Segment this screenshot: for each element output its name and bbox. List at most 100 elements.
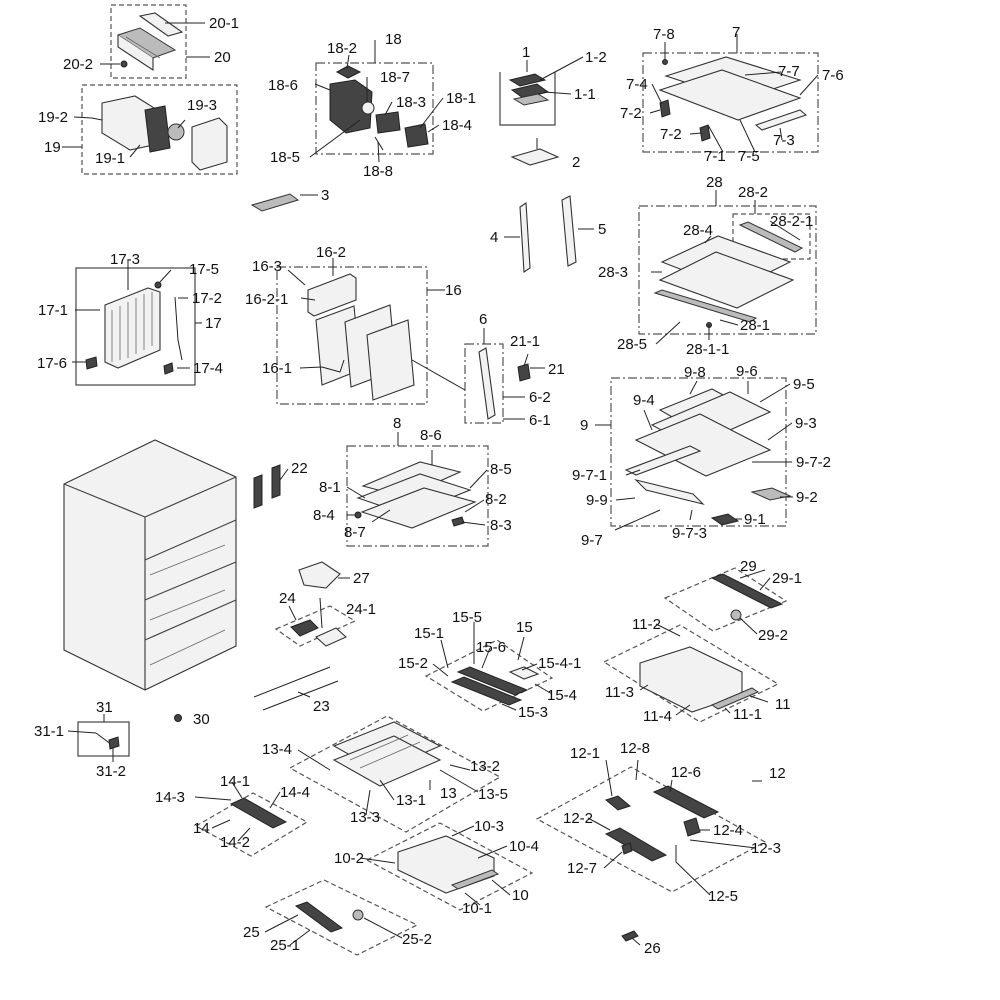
part-24-cover-1 <box>290 619 319 637</box>
label-9-7: 9-7 <box>581 532 603 549</box>
label-16-2-1: 16-2-1 <box>245 291 288 308</box>
part-sketches <box>63 12 808 942</box>
part-12-2-board <box>604 827 668 862</box>
group-box-13 <box>288 715 502 833</box>
label-14-3: 14-3 <box>155 789 185 806</box>
label-12-5: 12-5 <box>708 888 738 905</box>
label-12-7: 12-7 <box>567 860 597 877</box>
label-9-8: 9-8 <box>684 364 706 381</box>
label-26: 26 <box>644 940 661 957</box>
part-20-2-screw <box>120 60 128 68</box>
part-19-3-cover <box>191 117 228 171</box>
label-13-4: 13-4 <box>262 741 292 758</box>
label-31-2: 31-2 <box>96 763 126 780</box>
part-7-8-screw <box>662 59 668 65</box>
label-13-3: 13-3 <box>350 809 380 826</box>
label-9-7-3: 9-7-3 <box>672 525 707 542</box>
label-31-1: 31-1 <box>34 723 64 740</box>
label-3: 3 <box>321 187 329 204</box>
label-19-3: 19-3 <box>187 97 217 114</box>
group-box-11 <box>602 624 780 723</box>
label-27: 27 <box>353 570 370 587</box>
label-16: 16 <box>445 282 462 299</box>
part-16-1-wire <box>321 359 345 373</box>
part-25-1-panel <box>294 901 344 933</box>
label-25-1: 25-1 <box>270 937 300 954</box>
label-1-1: 1-1 <box>574 86 596 103</box>
label-31: 31 <box>96 699 113 716</box>
label-8-5: 8-5 <box>490 461 512 478</box>
label-13-2: 13-2 <box>470 758 500 775</box>
label-15-5: 15-5 <box>452 609 482 626</box>
label-14: 14 <box>193 820 210 837</box>
label-7-3: 7-3 <box>773 132 795 149</box>
label-16-1: 16-1 <box>262 360 292 377</box>
label-15-3: 15-3 <box>518 704 548 721</box>
label-7-2-left: 7-2 <box>620 105 642 122</box>
part-13-basket-lower <box>332 735 442 787</box>
label-17-5: 17-5 <box>189 261 219 278</box>
label-28-1-1: 28-1-1 <box>686 341 729 358</box>
label-7-5: 7-5 <box>738 148 760 165</box>
part-9-7-rail <box>624 445 702 476</box>
part-26-screw <box>621 930 639 942</box>
part-13-hatch-2 <box>359 741 421 769</box>
label-18-6: 18-6 <box>268 77 298 94</box>
part-28-3-frame <box>658 251 795 309</box>
label-22: 22 <box>291 460 308 477</box>
part-16-2-housing <box>307 273 357 317</box>
label-28-4: 28-4 <box>683 222 713 239</box>
label-18: 18 <box>385 31 402 48</box>
label-11-2: 11-2 <box>632 616 661 633</box>
label-28: 28 <box>706 174 723 191</box>
label-9-7-1: 9-7-1 <box>572 467 607 484</box>
label-9-1: 9-1 <box>744 511 766 528</box>
label-23: 23 <box>313 698 330 715</box>
label-12-8: 12-8 <box>620 740 650 757</box>
label-18-3: 18-3 <box>396 94 426 111</box>
label-7-8: 7-8 <box>653 26 675 43</box>
label-12-3: 12-3 <box>751 840 781 857</box>
label-9-2: 9-2 <box>796 489 818 506</box>
part-18-6-motor <box>329 79 373 134</box>
part-17-2-tube <box>174 296 183 361</box>
part-11-1-rail <box>710 687 760 710</box>
label-12-1: 12-1 <box>570 745 600 762</box>
label-1-2: 1-2 <box>585 49 607 66</box>
label-13-5: 13-5 <box>478 786 508 803</box>
part-cabinet-hatch-2 <box>149 589 226 621</box>
part-22-strip-1 <box>253 474 263 509</box>
part-19-bucket-front <box>144 105 171 153</box>
leader-lines <box>62 22 819 946</box>
part-17-4-clip <box>163 362 174 375</box>
label-7-4: 7-4 <box>626 76 648 93</box>
part-15-rail-2 <box>450 676 523 706</box>
part-31-2-plug <box>108 736 120 750</box>
label-28-2-1: 28-2-1 <box>770 213 813 230</box>
label-14-1: 14-1 <box>220 773 250 790</box>
part-1-2-board <box>508 73 547 87</box>
label-16-2: 16-2 <box>316 244 346 261</box>
label-2: 2 <box>572 154 580 171</box>
part-12-4-part <box>683 817 701 837</box>
label-9-7-2: 9-7-2 <box>796 454 831 471</box>
label-15-4: 15-4 <box>547 687 577 704</box>
label-7-2-right: 7-2 <box>660 126 682 143</box>
part-25-2-knob <box>352 909 364 921</box>
part-3-part <box>250 193 300 212</box>
label-10-4: 10-4 <box>509 838 539 855</box>
label-4: 4 <box>490 229 498 246</box>
label-16-3: 16-3 <box>252 258 282 275</box>
group-box-12 <box>535 766 767 893</box>
label-5: 5 <box>598 221 606 238</box>
part-4-rail <box>519 202 531 273</box>
label-29: 29 <box>740 558 757 575</box>
label-19-1: 19-1 <box>95 150 125 167</box>
group-bracket-1 <box>499 72 556 126</box>
label-18-4: 18-4 <box>442 117 472 134</box>
label-11: 11 <box>775 696 791 713</box>
part-8-3-clip <box>451 516 465 527</box>
label-15-2: 15-2 <box>398 655 428 672</box>
label-28-1: 28-1 <box>740 317 770 334</box>
